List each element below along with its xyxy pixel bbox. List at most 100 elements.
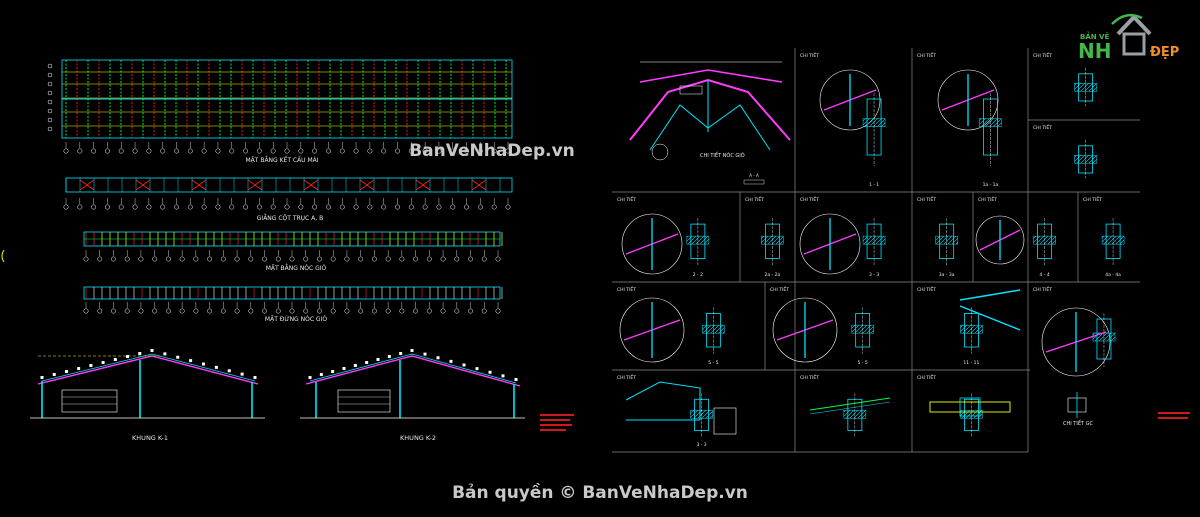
column-bracing-elevation: GIẰNG CỘT TRỤC A, B [63, 177, 513, 222]
bracing-rod [959, 305, 1021, 331]
grid-axis-bubble [187, 204, 193, 210]
section-label-aa: A - A [749, 173, 759, 178]
section-label: 2 - 2 [693, 272, 703, 278]
grid-axis-bubble [468, 256, 473, 262]
purlin-section [40, 376, 44, 379]
grid-axis-bubble [243, 148, 249, 154]
section-label: 1a - 1a [983, 182, 999, 188]
purlin-section [77, 367, 81, 370]
grid-axis-bubble [104, 204, 110, 210]
purlin-section [376, 358, 380, 361]
grid-axis-bubble [193, 256, 199, 262]
grid-axis-bubble [97, 256, 103, 262]
section-label: 2a - 2a [765, 272, 781, 278]
brace-line [303, 179, 319, 191]
grid-axis-bubble [440, 308, 446, 314]
grid-axis-bubble [344, 256, 350, 262]
grid-axis-bubble [325, 204, 331, 210]
detail-gc: CHI TIẾT GC [1063, 392, 1094, 427]
detail-callout-circle [799, 213, 861, 275]
grid-axis-bubble [353, 148, 359, 154]
grid-axis-bubble [256, 148, 262, 154]
grid-axis-bubble [207, 256, 213, 262]
grid-axis-bubble [248, 308, 254, 314]
purlin-section [462, 363, 466, 367]
purlin-section [475, 367, 479, 371]
grid-axis-bubble [152, 256, 158, 262]
grid-axis-bubble [477, 204, 483, 210]
grid-axis-bubble [395, 148, 400, 154]
purlin-section [319, 373, 323, 376]
grid-axis-bubble [174, 148, 179, 154]
purlin-section [423, 352, 427, 356]
detail-heading: CHI TIẾT [917, 285, 936, 293]
purlin-section [436, 356, 440, 360]
logo-top-text: BẢN VẼ [1080, 31, 1109, 41]
grid-axis-bubble [330, 256, 336, 262]
purlin-section [449, 359, 453, 363]
section-label: 4 - 4 [1040, 272, 1050, 278]
grid-axis-bubble [413, 256, 419, 262]
purlin-section [126, 355, 130, 358]
brace-line [471, 179, 487, 191]
grid-axis-bubble [83, 256, 89, 262]
purlin-section [227, 369, 231, 373]
frame-k1: KHUNG K-1 [30, 349, 265, 442]
grid-axis-bubble [124, 256, 130, 262]
purlin-section [163, 352, 167, 356]
grid-axis-bubble [229, 204, 235, 210]
grid-axis-bubble [353, 204, 359, 210]
grid-axis-bubble [481, 256, 487, 262]
grid-axis-bubble [413, 308, 419, 314]
grid-axis-bubble [243, 204, 249, 210]
grid-axis-bubble [256, 204, 262, 210]
grid-axis-bubble [220, 256, 226, 262]
grid-axis-bubble [298, 204, 304, 210]
section-label: 5 - 5 [858, 360, 868, 366]
grid-axis-bubble [77, 148, 83, 154]
grid-axis-bubble [454, 308, 460, 314]
grid-axis-bubble [47, 117, 53, 123]
copyright-text: Bản quyền © BanVeNhaDep.vn [452, 482, 748, 503]
gusset-detail [625, 381, 701, 421]
connection-plate [959, 397, 981, 417]
grid-axis-bubble [408, 204, 414, 210]
house-icon [1116, 14, 1152, 36]
grid-axis-bubble [408, 148, 414, 154]
purlin-section [410, 349, 414, 352]
purlin-section [387, 355, 391, 358]
detail-callout-circle [975, 215, 1025, 265]
section-label: 3 - 3 [696, 442, 706, 448]
grid-axis-bubble [450, 204, 456, 210]
brace-line [247, 179, 263, 191]
detail-heading: CHI TIẾT [917, 195, 936, 203]
grid-axis-bubble [165, 308, 171, 314]
grid-axis-bubble [450, 148, 456, 154]
grid-axis-bubble [270, 204, 276, 210]
grid-axis-bubble [111, 256, 116, 262]
grid-axis-bubble [104, 148, 110, 154]
detail-heading: CHI TIẾT [800, 51, 819, 59]
grid-axis-bubble [138, 308, 144, 314]
grid-axis-bubble [477, 148, 483, 154]
detail-heading: CHI TIẾT [617, 195, 636, 203]
grid-axis-bubble [436, 204, 442, 210]
detail-callout-circle [619, 297, 685, 363]
base-plate [1074, 155, 1097, 164]
grid-axis-bubble [132, 204, 138, 210]
brace-line [415, 179, 431, 191]
grid-axis-bubble [395, 204, 400, 210]
grid-axis-bubble [495, 256, 501, 262]
grid-axis-bubble [160, 148, 166, 154]
detail-heading: CHI TIẾT [1083, 195, 1102, 203]
detail-heading: CHI TIẾT [617, 373, 636, 381]
grid-axis-bubble [426, 308, 432, 314]
purlin-section [189, 359, 193, 363]
grid-axis-bubble [426, 256, 432, 262]
section-label: 3a - 3a [939, 272, 955, 278]
logo-right-text: ĐẸP [1150, 45, 1179, 60]
grid-axis-bubble [138, 256, 144, 262]
grid-axis-bubble [47, 63, 53, 69]
detail-heading: CHI TIẾT [1033, 123, 1052, 131]
grid-axis-bubble [464, 204, 470, 210]
